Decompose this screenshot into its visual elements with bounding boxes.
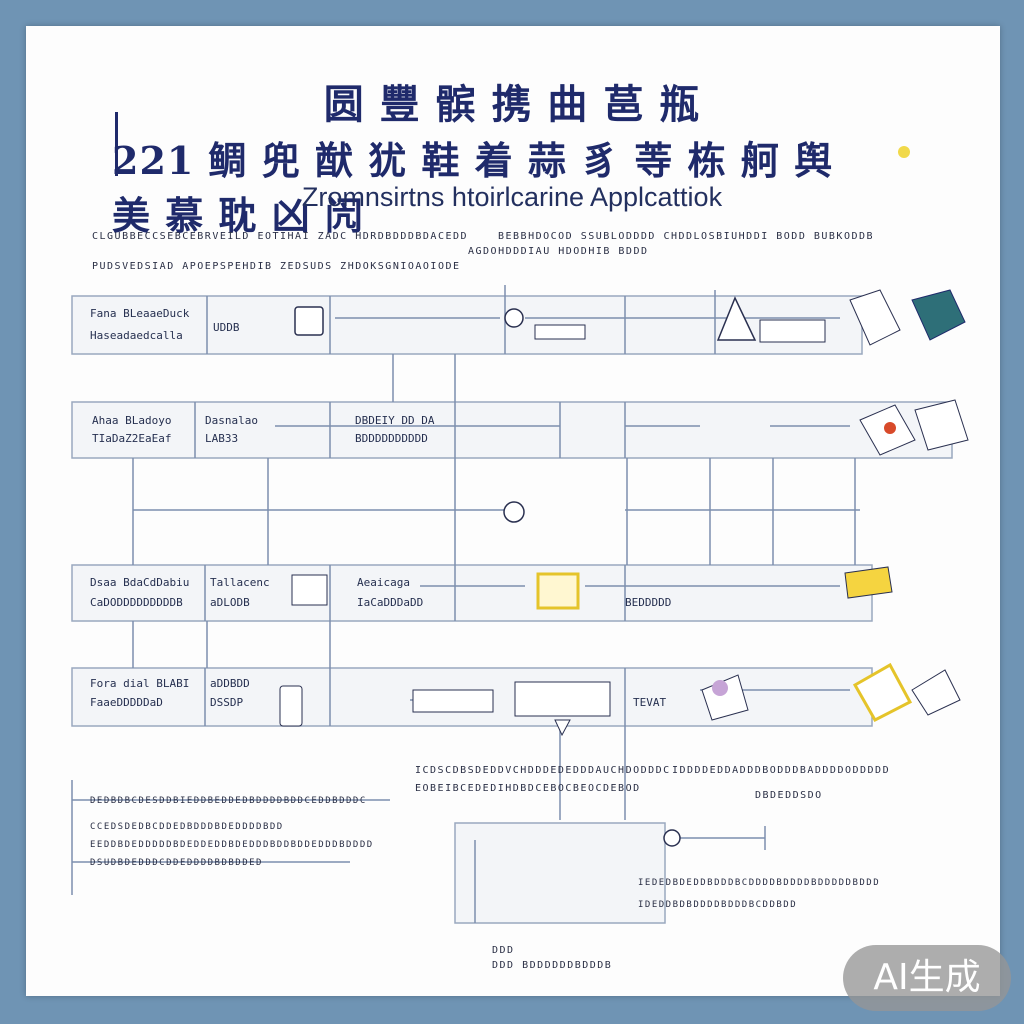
note-mid-center-1: ICDSCDBSDEDDVCHDDDEDEDDDAUCHDODDDC [415, 765, 671, 776]
title-chinese-line-2: 221 鲷 兜 猷 犹 鞋 着 蒜 豸 䓁 栋 舸 舆 美 慕 耽 凶 闶 [112, 138, 834, 238]
lane-3-label-a: Dsaa BdaCdDabiu [90, 576, 190, 589]
stamp-icon [911, 669, 961, 716]
note-left-block-3: EEDDBDEDDDDDBDEDDEDDBDEDDDBDDBDDEDDDBDDD… [90, 840, 374, 850]
note-footer-1: DDD [492, 945, 515, 956]
lane-1-label-a: Fana BLeaaeDuck [90, 307, 190, 320]
node-circle [663, 829, 681, 847]
note-footer-2: DDD BDDDDDDBDDDB [492, 960, 613, 971]
lane-2-cell-b: LAB33 [205, 432, 239, 445]
document-icon [914, 399, 969, 451]
note-top-right-1: BEBBHDOCOD SSUBLODDDD CHDDLOSBIUHDDI BOD… [498, 231, 875, 242]
lane-3-label-b: CaDODDDDDDDDDB [90, 596, 183, 609]
lane-2-label-b: TIaDaZ2EaEaf [92, 432, 172, 445]
lane-2-icons [859, 399, 969, 456]
lane-2-label-a: Ahaa BLadoyo [92, 414, 172, 427]
note-bottom-right-1: IEDEDBDEDDBDDDBCDDDDBDDDDBDDDDDBDDD [638, 878, 881, 888]
purple-dot-icon [712, 680, 728, 696]
lane-4-cell-c: TEVAT [633, 696, 667, 709]
warning-icon [716, 296, 757, 341]
lane-1-cell: UDDB [213, 321, 240, 334]
lane-1-label-b: Haseadaedcalla [90, 329, 183, 342]
terminal-icon [514, 681, 611, 717]
note-mid-center-2: EOBEIBCEDEDIHDBDCEBOCBEOCDEBOD [415, 783, 641, 794]
lane-3-cell-e: BEDDDDD [625, 596, 672, 609]
title-chinese-line-1: 圆 豐 髌 携 曲 䓃 瓶 [323, 81, 701, 128]
lane-4-label-b: FaaeDDDDDaD [90, 696, 163, 709]
lane-2-cell-a: Dasnalao [205, 414, 258, 427]
ai-generated-badge: AI生成 [843, 945, 1011, 1011]
label-chip [534, 324, 586, 340]
lane-3-cell-b: aDLODB [210, 596, 250, 609]
folder-yellow-icon [844, 566, 893, 599]
scanner-icon [291, 574, 328, 606]
lane-4-label-a: Fora dial BLABI [90, 677, 190, 690]
lane-1-icons [294, 289, 966, 346]
title-bracket [115, 112, 126, 176]
note-top-left-1: CLGUBBECCSEBCEBRVEILD EOTIHAI ZADC HDRDB… [92, 231, 469, 242]
lane-4-cell-b: DSSDP [210, 696, 244, 709]
phone-icon [279, 685, 303, 727]
note-left-block-1: DEDBDBCDESDDBIEDDBEDDEDBDDDDBDDCEDDBDDDC [90, 796, 367, 806]
red-dot-icon [884, 422, 896, 434]
lane-4-icons [279, 662, 961, 737]
lane-3-icons [291, 566, 893, 610]
lane-2-cell-c: DBDEIY DD DA [355, 414, 435, 427]
down-arrow-icon [554, 719, 571, 737]
node-circle [504, 308, 524, 328]
highlight-box-icon [536, 572, 580, 610]
lane-4-cell-a: aDDBDD [210, 677, 250, 690]
panel-icon [759, 319, 826, 343]
device-icon [294, 306, 324, 336]
lane-3-cell-c: Aeaicaga [357, 576, 410, 589]
note-bottom-right-2: IDEDDBDBDDDDBDDDBCDDBDD [638, 900, 798, 910]
frame-icon [852, 662, 913, 722]
lane-3-box [71, 564, 873, 622]
bottom-box [454, 822, 666, 924]
lane-3-cell-d: IaCaDDDaDD [357, 596, 424, 609]
note-top-right-2: AGDOHDDDIAU HDODHIB BDDD [468, 246, 649, 257]
lane-3-cell-a: Tallacenc [210, 576, 270, 589]
node-circle [503, 501, 525, 523]
note-left-block-2: CCEDSDEDBCDDEDBDDDBDEDDDDBDD [90, 822, 284, 832]
yellow-dot [898, 146, 910, 158]
lane-2-box [71, 401, 953, 459]
title-english: Zromnsirtns htoirlcarine Applcattiok [301, 182, 723, 212]
note-mid-right-1: IDDDDEDDADDDBODDDBADDDDODDDDD [672, 765, 891, 776]
lane-2-cell-d: BDDDDDDDDDD [355, 432, 428, 445]
card-icon [849, 289, 901, 346]
note-mid-right-2: DBDEDDSDO [755, 790, 823, 801]
note-left-block-4: DSUDBDEDDDCDDEDDDDBDBDDED [90, 858, 263, 868]
folder-icon [911, 289, 966, 341]
rail-icon [412, 689, 494, 713]
note-top-left-2: PUDSVEDSIAD APOEPSPEHDIB ZEDSUDS ZHDOKSG… [92, 261, 461, 272]
